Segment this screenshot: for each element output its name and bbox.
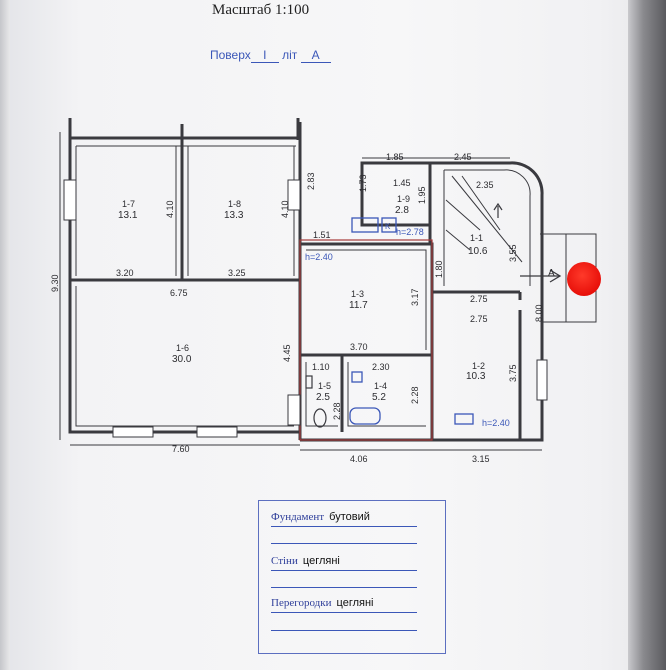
dimension-label: 3.17 bbox=[410, 288, 420, 306]
highlight-outline bbox=[299, 239, 433, 441]
legend-partitions: Перегородки цегляні bbox=[271, 597, 374, 609]
room-id: 1-6 bbox=[176, 343, 189, 353]
dimension-label: 4.10 bbox=[165, 200, 175, 218]
room-area: 10.3 bbox=[466, 371, 486, 382]
room-area: 30.0 bbox=[172, 354, 192, 365]
page-edge-right bbox=[628, 0, 666, 670]
dimension-label: 3.20 bbox=[116, 268, 134, 278]
bathtub-icon bbox=[349, 407, 381, 425]
room-id: 1-5 bbox=[318, 381, 331, 391]
room-area: 13.1 bbox=[118, 210, 138, 221]
dimension-label: 9.30 bbox=[50, 274, 60, 292]
dimension-label: 2.75 bbox=[470, 294, 488, 304]
room-id: 1-2 bbox=[472, 361, 485, 371]
dimension-label: 2.28 bbox=[332, 402, 342, 420]
legend-foundation: Фундамент бутовий bbox=[271, 511, 370, 523]
legend-box: Фундамент бутовий Стіни цегляні Перегоро… bbox=[258, 500, 446, 654]
dimension-label: 7.60 bbox=[172, 444, 190, 454]
room-area: 2.8 bbox=[395, 205, 409, 216]
dimension-label: 2.83 bbox=[306, 172, 316, 190]
pointer-marker[interactable] bbox=[567, 262, 601, 296]
lit-value: А bbox=[300, 48, 331, 63]
dimension-label: 6.75 bbox=[170, 288, 188, 298]
dimension-label: 2.45 bbox=[454, 152, 472, 162]
dimension-label: 1.85 bbox=[386, 152, 404, 162]
walls-value: цегляні bbox=[302, 555, 340, 567]
dimension-label: 2.28 bbox=[410, 386, 420, 404]
foundation-label: Фундамент bbox=[271, 511, 325, 523]
boiler-icon bbox=[381, 217, 397, 233]
page-edge-left bbox=[0, 0, 10, 670]
dimension-label: 3.75 bbox=[508, 364, 518, 382]
dimension-label: 4.45 bbox=[282, 344, 292, 362]
room-area: 10.6 bbox=[468, 246, 488, 257]
room-area: 11.7 bbox=[349, 300, 368, 311]
sink-icon bbox=[351, 217, 379, 233]
dimension-label: 1.51 bbox=[313, 230, 331, 240]
room-area: 13.3 bbox=[224, 210, 244, 221]
dimension-label: 4.06 bbox=[350, 454, 368, 464]
dimension-label: 4.10 bbox=[280, 200, 290, 218]
lit-label: літ bbox=[282, 48, 298, 62]
scale-label: Масштаб 1:100 bbox=[212, 2, 310, 18]
dimension-label: 2.30 bbox=[372, 362, 390, 372]
wall-left-block bbox=[68, 138, 300, 434]
room-id: 1-7 bbox=[122, 199, 135, 209]
room-area: 2.5 bbox=[316, 392, 330, 403]
foundation-value: бутовий bbox=[329, 511, 370, 523]
entrance-symbol: A bbox=[548, 268, 555, 279]
boiler-symbol: K bbox=[385, 222, 391, 231]
legend-walls: Стіни цегляні bbox=[271, 555, 340, 567]
height-label: h=2.40 bbox=[305, 252, 333, 262]
dimension-label: 2.35 bbox=[476, 180, 494, 190]
washbasin-icon bbox=[351, 371, 363, 383]
stair-arrow-icon bbox=[493, 202, 503, 218]
walls-label: Стіни bbox=[271, 555, 298, 567]
radiator-icon bbox=[454, 413, 474, 425]
height-label: h=2.78 bbox=[396, 227, 424, 237]
dimension-label: 2.75 bbox=[470, 314, 488, 324]
dimension-label: 8.00 bbox=[534, 304, 544, 322]
height-label: h=2.40 bbox=[482, 418, 510, 428]
dimension-label: 1.10 bbox=[312, 362, 330, 372]
entrance-arrow-icon bbox=[549, 269, 562, 283]
room-id: 1-9 bbox=[397, 194, 410, 204]
dimension-label: 1.80 bbox=[434, 260, 444, 278]
dimension-label: 1.45 bbox=[393, 178, 411, 188]
floor-value: I bbox=[250, 48, 279, 63]
dimension-label: 3.15 bbox=[472, 454, 490, 464]
partitions-value: цегляні bbox=[336, 597, 374, 609]
room-id: 1-3 bbox=[351, 289, 364, 299]
room-id: 1-4 bbox=[374, 381, 387, 391]
room-id: 1-1 bbox=[470, 233, 483, 243]
partitions-label: Перегородки bbox=[271, 597, 332, 609]
dimension-label: 3.70 bbox=[350, 342, 368, 352]
dimension-label: 3.55 bbox=[508, 244, 518, 262]
toilet-icon bbox=[313, 408, 327, 428]
dimension-label: 1.73 bbox=[358, 174, 368, 192]
room-id: 1-8 bbox=[228, 199, 241, 209]
room-area: 5.2 bbox=[372, 392, 386, 403]
dimension-label: 1.95 bbox=[417, 186, 427, 204]
dimension-label: 3.25 bbox=[228, 268, 246, 278]
floor-label: Поверх bbox=[210, 48, 251, 62]
